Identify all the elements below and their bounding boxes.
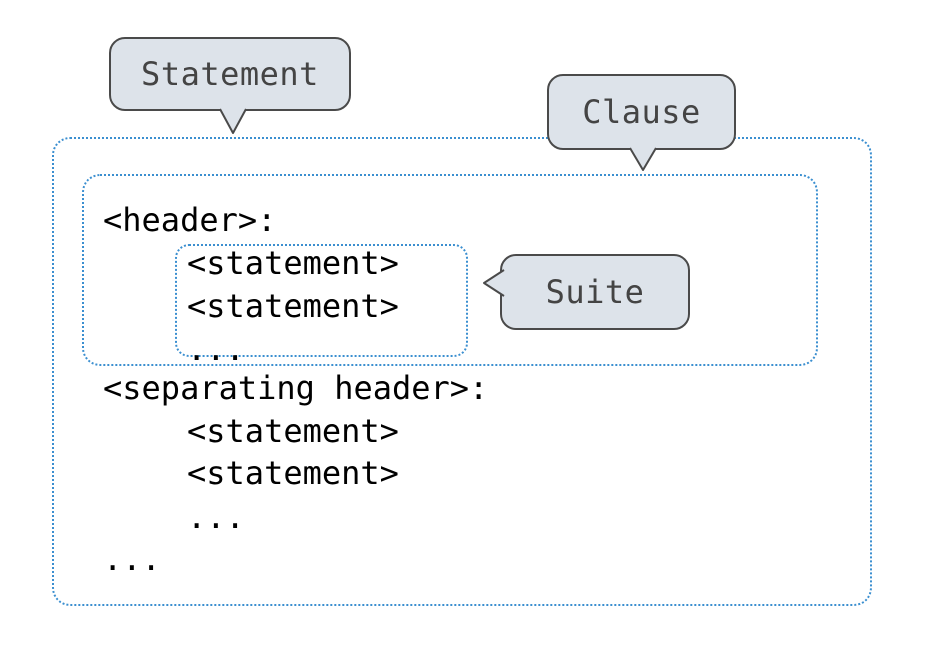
code-outer-ellipsis: ... xyxy=(103,540,161,578)
code-statement-1: <statement> xyxy=(187,412,399,450)
suite-callout: Suite xyxy=(500,254,690,330)
clause-callout-label: Clause xyxy=(582,93,701,131)
statement-callout-label: Statement xyxy=(141,55,319,93)
suite-region xyxy=(175,244,468,357)
statement-region xyxy=(52,137,872,606)
clause-callout-pointer xyxy=(629,147,657,171)
code-header: <header>: xyxy=(103,201,277,239)
statement-callout-pointer xyxy=(219,108,247,134)
clause-region xyxy=(82,174,818,366)
code-suite-statement-2: <statement> xyxy=(187,287,399,325)
code-inner-ellipsis: ... xyxy=(187,498,245,536)
suite-callout-pointer xyxy=(483,269,505,297)
code-suite-statement-1: <statement> xyxy=(187,244,399,282)
clause-callout: Clause xyxy=(547,74,736,150)
suite-callout-label: Suite xyxy=(545,273,645,311)
code-suite-ellipsis: ... xyxy=(187,330,245,368)
code-statement-2: <statement> xyxy=(187,454,399,492)
code-separating-header: <separating header>: xyxy=(103,369,489,407)
statement-callout: Statement xyxy=(109,37,351,111)
